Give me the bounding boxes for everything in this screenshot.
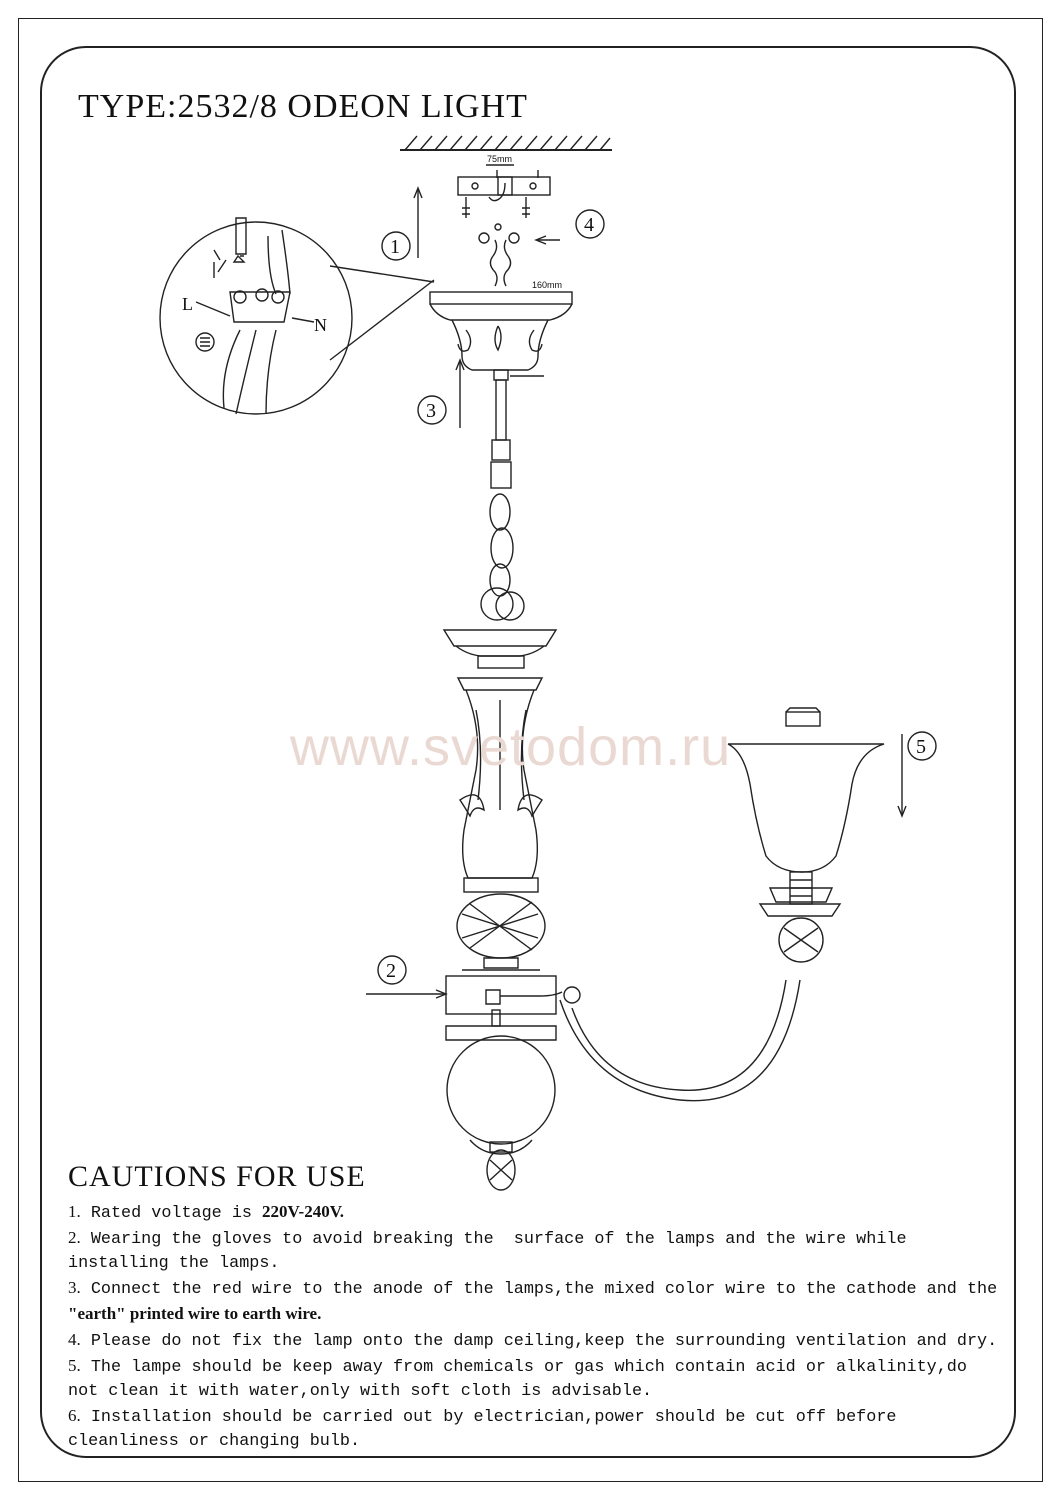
connector-inset: [159, 217, 435, 415]
caution-item-6-cont: cleanliness or changing bulb.: [68, 1432, 361, 1451]
bracket-dimension: 75mm: [487, 154, 512, 164]
callout-4: 4: [584, 214, 594, 236]
rounded-border: [40, 46, 1016, 1458]
caution-item-2-cont: installing the lamps.: [68, 1254, 280, 1273]
callout-5: 5: [916, 736, 926, 758]
caution-item-4: 4. Please do not fix the lamp onto the d…: [68, 1330, 998, 1351]
wire-label-l: L: [182, 294, 193, 314]
supply-wires: [478, 232, 520, 287]
cautions-section: CAUTIONS FOR USE 1. Rated voltage is 220…: [68, 1160, 998, 1454]
wire-label-n: N: [314, 315, 327, 335]
callout-3: 3: [426, 400, 436, 422]
down-rod: [490, 379, 512, 489]
watermark: www.svetodom.ru: [290, 717, 732, 777]
caution-item-2: 2. Wearing the gloves to avoid breaking …: [68, 1228, 907, 1249]
caution-item-3: 3. Connect the red wire to the anode of …: [68, 1278, 998, 1299]
caution-item-5: 5. The lampe should be keep away from ch…: [68, 1356, 967, 1377]
mounting-bracket: [457, 164, 551, 231]
caution-item-3-cont: "earth" printed wire to earth wire.: [68, 1304, 322, 1323]
callout-arrows: [366, 186, 937, 999]
caution-item-5-cont: not clean it with water,only with soft c…: [68, 1382, 653, 1401]
page-title: TYPE:2532/8 ODEON LIGHT: [78, 88, 528, 125]
caution-item-1: 1. Rated voltage is 220V-240V.: [68, 1202, 345, 1223]
chain: [480, 493, 525, 621]
caution-item-6: 6. Installation should be carried out by…: [68, 1406, 897, 1427]
cautions-heading: CAUTIONS FOR USE: [68, 1160, 366, 1193]
glass-shade: [727, 707, 885, 873]
lower-ball: [445, 1025, 557, 1191]
callout-1: 1: [390, 236, 400, 258]
lamp-arm: [559, 871, 842, 1102]
lamp-column: [442, 629, 558, 971]
junction-box: [445, 975, 581, 1027]
canopy: [429, 291, 573, 381]
page-frame: [18, 18, 1043, 1482]
ceiling-hatch: [400, 135, 612, 151]
canopy-dimension: 160mm: [532, 280, 562, 290]
callout-2: 2: [386, 960, 396, 982]
